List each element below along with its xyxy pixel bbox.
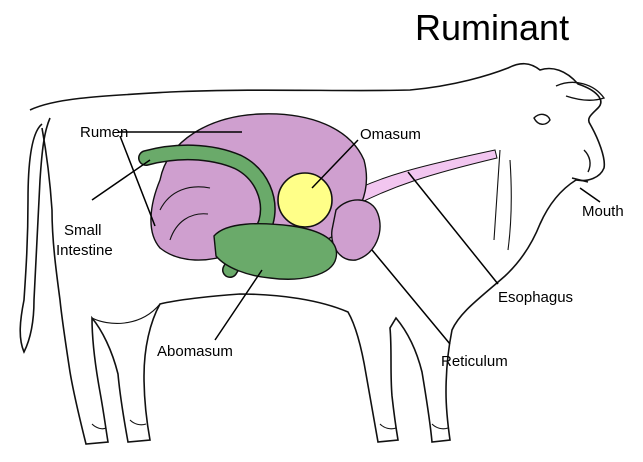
cow-neck-fold (494, 150, 511, 250)
diagram-title: Ruminant (415, 7, 569, 48)
cow-muzzle (584, 150, 590, 172)
label-reticulum: Reticulum (441, 353, 508, 370)
cow-eye (534, 114, 550, 124)
omasum-organ (278, 173, 332, 227)
abomasum-leader (215, 270, 262, 340)
label-abomasum: Abomasum (157, 343, 233, 360)
label-esophagus: Esophagus (498, 289, 573, 306)
label-mouth: Mouth (582, 203, 624, 220)
label-rumen: Rumen (80, 124, 128, 141)
mouth-leader (580, 188, 600, 202)
label-omasum: Omasum (360, 126, 421, 143)
reticulum-leader (372, 250, 450, 344)
label-small-intestine-2: Intestine (56, 242, 113, 259)
esophagus-leader (408, 172, 498, 284)
small-intestine-leader (92, 160, 150, 200)
label-small-intestine-1: Small (64, 222, 102, 239)
